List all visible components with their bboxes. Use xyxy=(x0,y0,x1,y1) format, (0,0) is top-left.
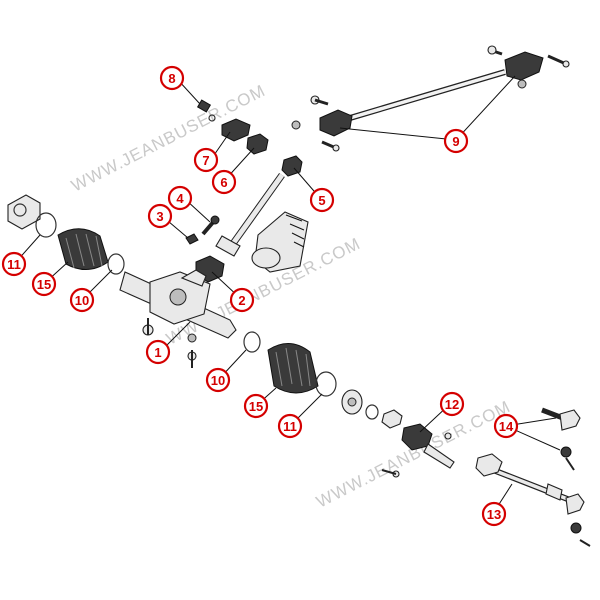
callout-4: 4 xyxy=(167,185,193,211)
pinion-shaft xyxy=(215,172,285,257)
callout-5: 5 xyxy=(309,187,335,213)
callout-11-left: 11 xyxy=(1,251,27,277)
tie-rod-end xyxy=(541,407,581,471)
rack-boot-left xyxy=(57,228,125,275)
callout-15-left: 15 xyxy=(31,271,57,297)
callout-2-label: 2 xyxy=(238,293,245,308)
callout-12-label: 12 xyxy=(445,397,459,412)
steering-boot-upper xyxy=(251,211,309,273)
bushing-part-6 xyxy=(246,133,269,155)
callout-15-right-label: 15 xyxy=(249,399,263,414)
end-cap-left xyxy=(7,194,57,238)
callout-10-left-label: 10 xyxy=(75,293,89,308)
bushing-part-5 xyxy=(281,155,303,177)
callout-11-right-label: 11 xyxy=(283,419,297,434)
callout-6-label: 6 xyxy=(220,175,227,190)
callout-8-label: 8 xyxy=(168,71,175,86)
callout-7-label: 7 xyxy=(202,153,209,168)
callout-15-left-label: 15 xyxy=(37,277,51,292)
callout-1-label: 1 xyxy=(154,345,161,360)
inner-ball-joint xyxy=(381,423,455,478)
bolt-part-8 xyxy=(196,99,216,122)
rack-boot-right xyxy=(267,343,337,397)
callout-6: 6 xyxy=(211,169,237,195)
callout-3-label: 3 xyxy=(156,209,163,224)
steering-rack-housing xyxy=(119,269,261,353)
callout-11-right: 11 xyxy=(277,413,303,439)
clamp-part-7 xyxy=(221,118,251,142)
callout-8: 8 xyxy=(159,65,185,91)
tie-rod-washers xyxy=(341,389,403,429)
callout-1: 1 xyxy=(145,339,171,365)
callout-10-right: 10 xyxy=(205,367,231,393)
callout-13-label: 13 xyxy=(487,507,501,522)
upper-steering-shaft xyxy=(291,45,570,152)
callout-14: 14 xyxy=(493,413,519,439)
callout-10-left: 10 xyxy=(69,287,95,313)
callout-3: 3 xyxy=(147,203,173,229)
callout-4-label: 4 xyxy=(176,191,184,206)
callout-5-label: 5 xyxy=(318,193,325,208)
callout-9-label: 9 xyxy=(452,134,459,149)
fitting-part-3 xyxy=(185,233,199,245)
watermark-3: WWW.JEANBUSER.COM xyxy=(313,397,513,512)
callout-11-left-label: 11 xyxy=(7,257,21,272)
tie-rod-assembly xyxy=(475,453,591,547)
pin-part-4 xyxy=(201,215,220,236)
callout-9: 9 xyxy=(443,128,469,154)
leader-lines xyxy=(15,75,561,513)
callout-14-label: 14 xyxy=(499,419,514,434)
mount-hardware xyxy=(142,318,197,368)
callout-2: 2 xyxy=(229,287,255,313)
callout-13: 13 xyxy=(481,501,507,527)
callout-7: 7 xyxy=(193,147,219,173)
callout-12: 12 xyxy=(439,391,465,417)
callout-10-right-label: 10 xyxy=(211,373,225,388)
callout-15-right: 15 xyxy=(243,393,269,419)
